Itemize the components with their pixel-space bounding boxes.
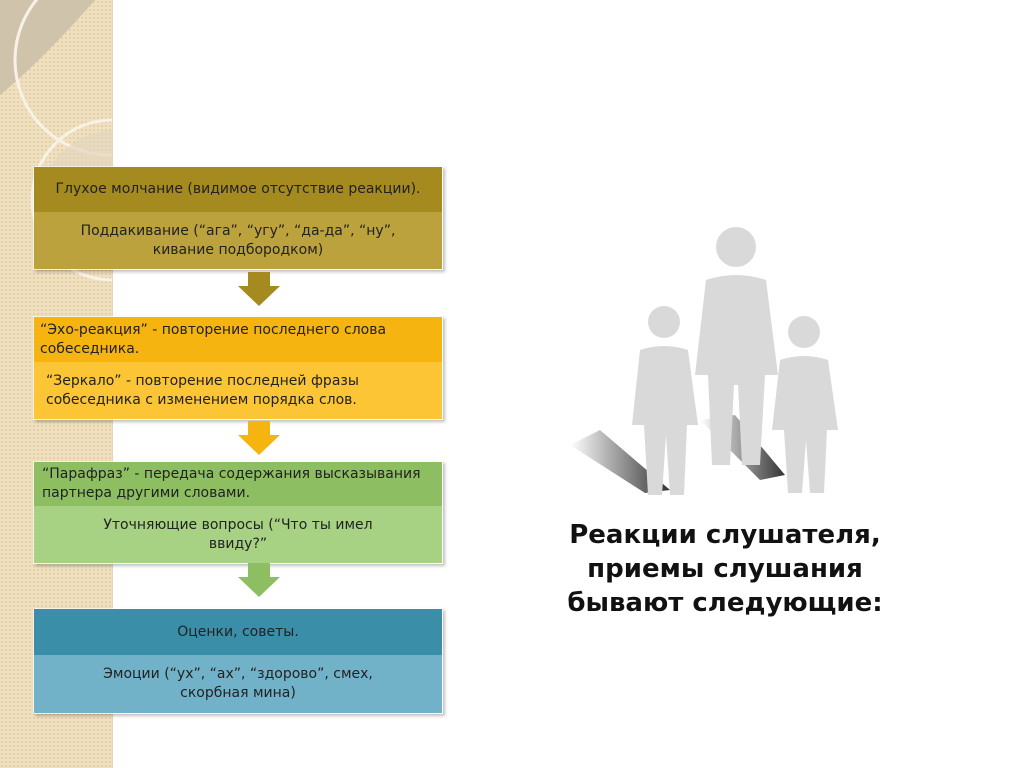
step-box-3: “Парафраз” - передача содержания высказы… [33, 461, 443, 564]
slide-title: Реакции слушателя, приемы слушания бываю… [567, 520, 883, 618]
step-4-top: Оценки, советы. [34, 609, 442, 655]
arrow-down-icon [238, 421, 280, 455]
arrow-down-icon [238, 272, 280, 306]
step-1-bottom: Поддакивание (“ага”, “угу”, “да-да”, “ну… [34, 212, 442, 269]
step-box-4: Оценки, советы. Эмоции (“ух”, “ах”, “здо… [33, 608, 443, 714]
step-3-bottom: Уточняющие вопросы (“Что ты имел ввиду?” [34, 506, 442, 563]
step-4-bottom: Эмоции (“ух”, “ах”, “здорово”, смех, ско… [34, 655, 442, 713]
step-box-1: Глухое молчание (видимое отсутствие реак… [33, 166, 443, 270]
arrow-down-icon [238, 563, 280, 597]
step-box-2: “Эхо-реакция” - повторение последнего сл… [33, 316, 443, 420]
step-2-bottom: “Зеркало” - повторение последней фразы с… [34, 362, 442, 419]
step-2-top: “Эхо-реакция” - повторение последнего сл… [34, 317, 442, 362]
step-3-top: “Парафраз” - передача содержания высказы… [34, 462, 442, 506]
step-1-top: Глухое молчание (видимое отсутствие реак… [34, 167, 442, 212]
people-icon [570, 227, 838, 495]
